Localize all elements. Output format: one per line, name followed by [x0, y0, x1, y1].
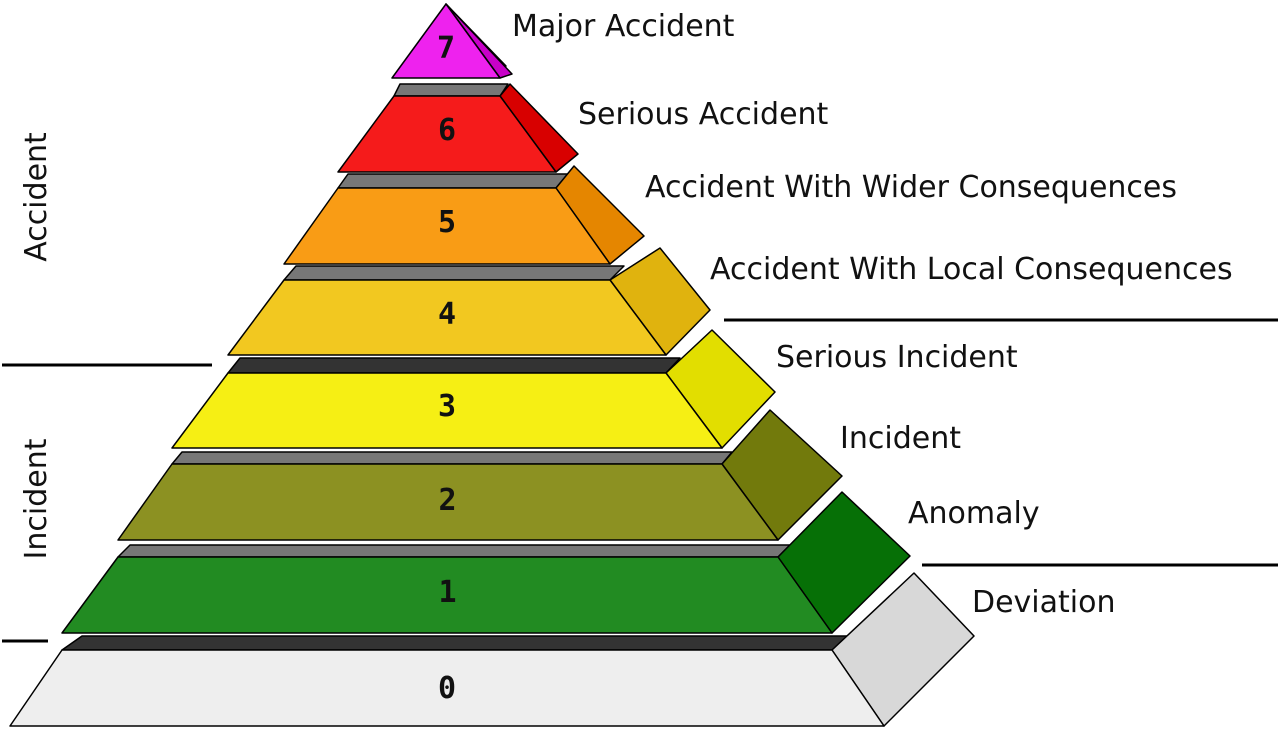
tier-level-7: 7 — [391, 3, 513, 79]
category-label-accident: Accident — [19, 132, 54, 262]
level-label-7: Major Accident — [512, 9, 735, 44]
tier-front-3 — [171, 372, 723, 449]
level-label-4: Accident With Local Consequences — [710, 252, 1233, 287]
level-label-6: Serious Accident — [578, 97, 829, 132]
level-label-0: Deviation — [972, 585, 1116, 620]
tier-gap-2 — [171, 451, 733, 465]
level-number-1: 1 — [438, 575, 456, 610]
level-number-4: 4 — [438, 297, 456, 332]
tier-level-0: 0 — [9, 572, 975, 727]
tier-gap-3 — [227, 357, 681, 374]
tier-front-5 — [283, 187, 611, 265]
level-labels: Deviation Anomaly Incident Serious Incident… — [512, 9, 1233, 620]
level-number-6: 6 — [438, 113, 456, 148]
tier-level-4: 4 — [227, 247, 711, 356]
level-number-5: 5 — [438, 205, 456, 240]
tier-gap-4 — [283, 265, 625, 281]
tier-level-2: 2 — [117, 409, 843, 541]
tier-gap-1 — [117, 544, 791, 558]
tier-front-1 — [61, 556, 833, 634]
tier-level-5: 5 — [283, 165, 645, 265]
tier-front-6 — [337, 95, 557, 173]
tier-front-2 — [117, 463, 779, 541]
tier-level-6: 6 — [337, 83, 579, 173]
pyramid-tiers: 0 1 2 3 4 5 6 7 — [9, 3, 975, 727]
tier-front-7 — [391, 3, 501, 79]
tier-front-4 — [227, 279, 667, 356]
category-label-incident: Incident — [19, 438, 54, 559]
level-number-0: 0 — [438, 671, 456, 706]
tier-gap-6 — [393, 83, 509, 97]
tier-gap-5 — [337, 173, 569, 189]
tier-level-1: 1 — [61, 491, 911, 634]
level-number-2: 2 — [438, 483, 456, 518]
level-label-1: Anomaly — [908, 496, 1040, 531]
level-label-5: Accident With Wider Consequences — [645, 170, 1177, 205]
level-label-2: Incident — [840, 421, 961, 456]
level-label-3: Serious Incident — [776, 340, 1018, 375]
level-number-3: 3 — [438, 389, 456, 424]
tier-front-0 — [9, 649, 885, 727]
tier-gap-0 — [61, 635, 853, 651]
tier-level-3: 3 — [171, 329, 776, 449]
level-number-7: 7 — [437, 31, 455, 66]
